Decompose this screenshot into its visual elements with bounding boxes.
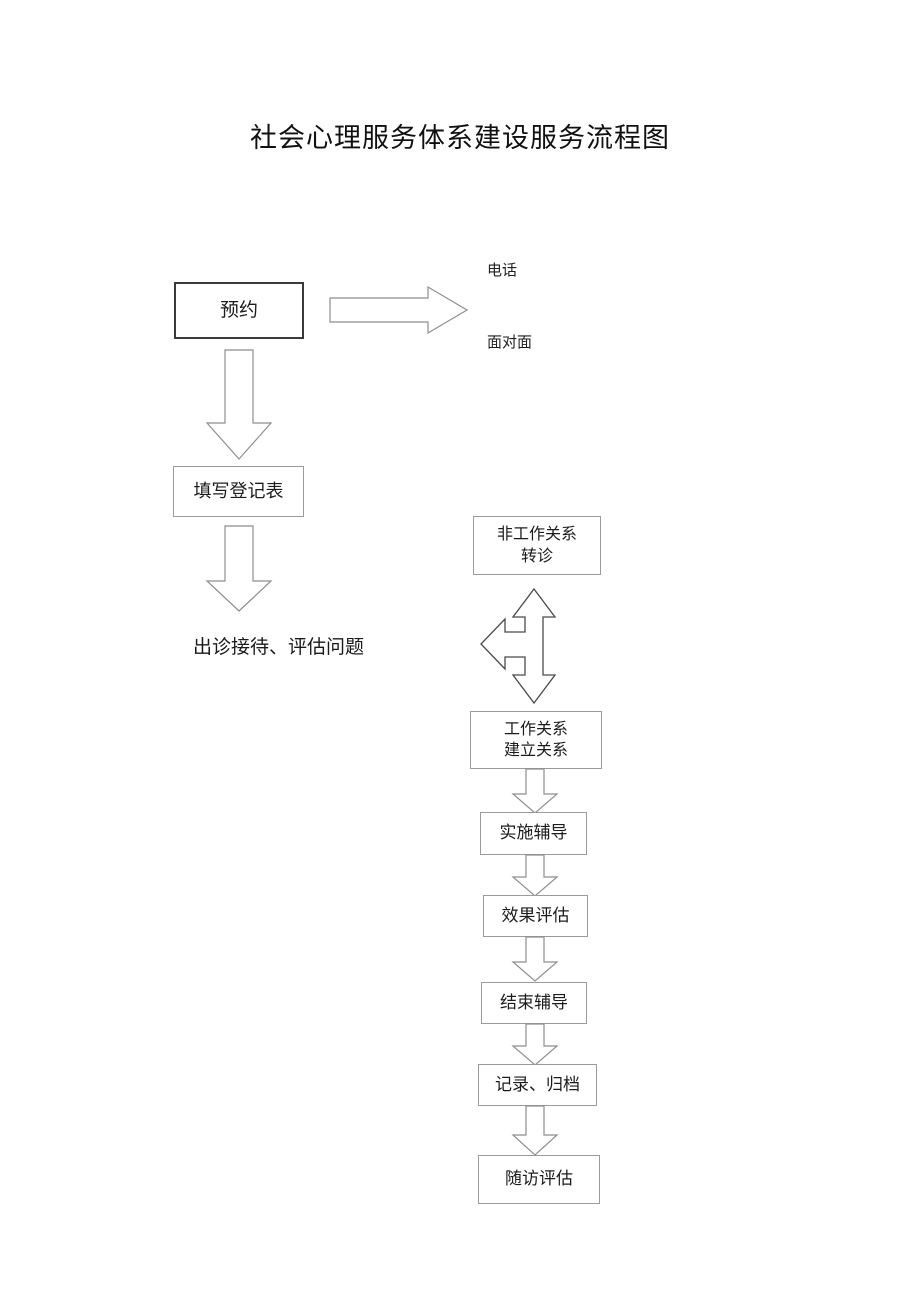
arrow-record-to-followup bbox=[511, 1105, 559, 1156]
node-non-work-relation-referral-line-1: 非工作关系 bbox=[496, 526, 577, 544]
node-follow-up-evaluation[interactable]: 随访评估 bbox=[478, 1155, 600, 1204]
node-follow-up-evaluation-line-1: 随访评估 bbox=[505, 1169, 573, 1189]
node-effect-evaluation-line-1: 效果评估 bbox=[501, 905, 570, 925]
node-work-relation-build-relation-line-1: 工作关系 bbox=[503, 720, 568, 738]
arrow-evaluation-to-end bbox=[511, 936, 559, 982]
arrow-referral-three-way bbox=[479, 587, 559, 705]
node-non-work-relation-referral-line-2: 转诊 bbox=[520, 547, 553, 565]
node-record-archive[interactable]: 记录、归档 bbox=[478, 1064, 597, 1106]
node-end-counseling-line-1: 结束辅导 bbox=[500, 992, 568, 1012]
label-face-to-face: 面对面 bbox=[487, 335, 533, 351]
node-work-relation-build-relation-line-2: 建立关系 bbox=[503, 742, 568, 759]
arrow-work-relation-to-counseling bbox=[511, 768, 559, 814]
arrow-registration-to-reception bbox=[205, 525, 273, 613]
arrow-counseling-to-evaluation bbox=[511, 854, 559, 897]
label-telephone: 电话 bbox=[487, 263, 518, 279]
arrow-appointment-to-channels bbox=[329, 285, 469, 335]
node-record-archive-line-1: 记录、归档 bbox=[495, 1074, 580, 1094]
node-work-relation-build-relation[interactable]: 工作关系 建立关系 bbox=[470, 711, 602, 769]
node-appointment-line-1: 预约 bbox=[219, 299, 258, 321]
node-fill-registration-form-line-1: 填写登记表 bbox=[193, 480, 284, 501]
arrow-end-to-record bbox=[511, 1023, 559, 1066]
node-non-work-relation-referral[interactable]: 非工作关系 转诊 bbox=[473, 516, 601, 575]
node-appointment[interactable]: 预约 bbox=[174, 282, 304, 339]
node-effect-evaluation[interactable]: 效果评估 bbox=[483, 895, 588, 937]
node-implement-counseling[interactable]: 实施辅导 bbox=[480, 812, 587, 855]
node-end-counseling[interactable]: 结束辅导 bbox=[481, 982, 587, 1024]
node-implement-counseling-line-1: 实施辅导 bbox=[499, 823, 568, 843]
text-visit-reception-assessment: 出诊接待、评估问题 bbox=[193, 637, 365, 658]
page-title: 社会心理服务体系建设服务流程图 bbox=[250, 123, 670, 153]
node-fill-registration-form[interactable]: 填写登记表 bbox=[173, 466, 304, 517]
arrow-appointment-to-registration bbox=[205, 349, 273, 461]
